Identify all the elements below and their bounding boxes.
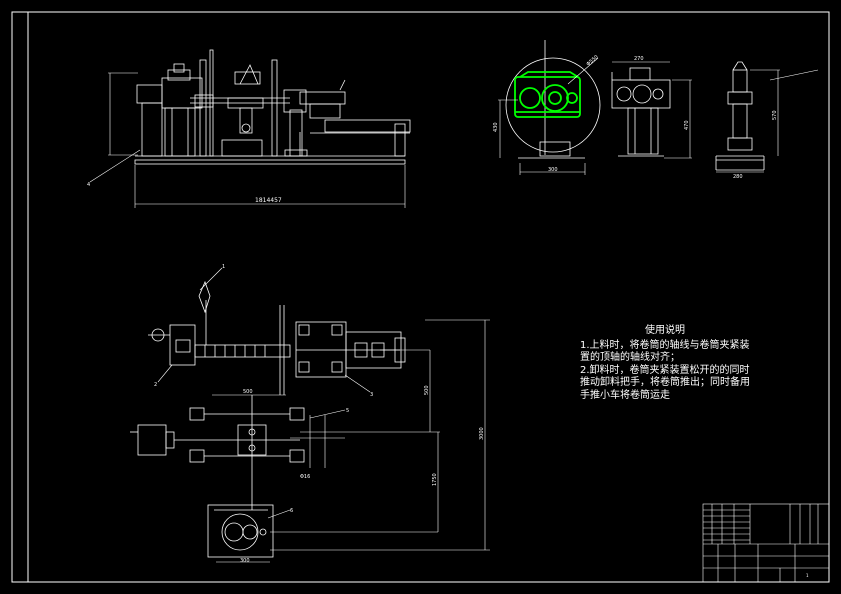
- front-height-dim: 430: [493, 122, 499, 132]
- plan-base-dim: 300: [240, 558, 250, 564]
- usage-notes-title: 使用说明: [645, 325, 685, 336]
- front-dimensions: [89, 72, 406, 208]
- drum-diameter-dim: Φ550: [585, 54, 599, 67]
- leader-label-4: 4: [87, 182, 90, 188]
- leader-label-5: 5: [346, 408, 349, 414]
- end-view-stand: [611, 67, 671, 157]
- plan-rod-dim: 500: [243, 389, 253, 395]
- plan-v3-dim: 3000: [479, 427, 485, 440]
- title-block: [702, 503, 830, 583]
- leader-label-6: 6: [290, 508, 293, 514]
- drawing-frame: [11, 11, 830, 583]
- plan-small-dim: Φ16: [300, 474, 310, 480]
- front-elevation-view: [134, 49, 411, 165]
- end-view1-dims: [498, 57, 599, 175]
- side1-height-dim: 470: [684, 120, 690, 130]
- end-view-drum: [505, 40, 601, 159]
- leader-label-1: 1: [222, 264, 225, 270]
- end-view-motor: [715, 61, 765, 171]
- side1-top-dim: 270: [634, 56, 644, 62]
- usage-notes: 使用说明 1.上料时，将卷筒的轴线与卷筒夹紧装置的顶轴的轴线对齐； 2.卸料时，…: [580, 325, 750, 402]
- front-overall-length-dim: 1814457: [255, 197, 282, 204]
- side2-height-dim: 570: [772, 110, 778, 120]
- leader-label-3: 3: [370, 392, 373, 398]
- usage-note-item-2: 2.卸料时，卷筒夹紧装置松开的的同时推动卸料把手，将卷筒推出；同时备用手推小车将…: [580, 364, 750, 401]
- end-view3-dims: [716, 69, 819, 173]
- title-block-sheet-number: 1: [806, 573, 809, 578]
- side2-base-dim: 280: [733, 174, 743, 180]
- front-width-dim: 300: [548, 167, 558, 173]
- plan-view: [130, 280, 406, 558]
- usage-note-item-1: 1.上料时，将卷筒的轴线与卷筒夹紧装置的顶轴的轴线对齐；: [580, 339, 750, 364]
- plan-dimensions: [157, 267, 490, 563]
- leader-label-2: 2: [154, 382, 157, 388]
- plan-v2-dim: 1750: [432, 473, 438, 486]
- plan-v1-dim: 500: [424, 385, 430, 395]
- gearbox-highlight: [514, 71, 581, 118]
- end-view2-dims: [612, 61, 692, 159]
